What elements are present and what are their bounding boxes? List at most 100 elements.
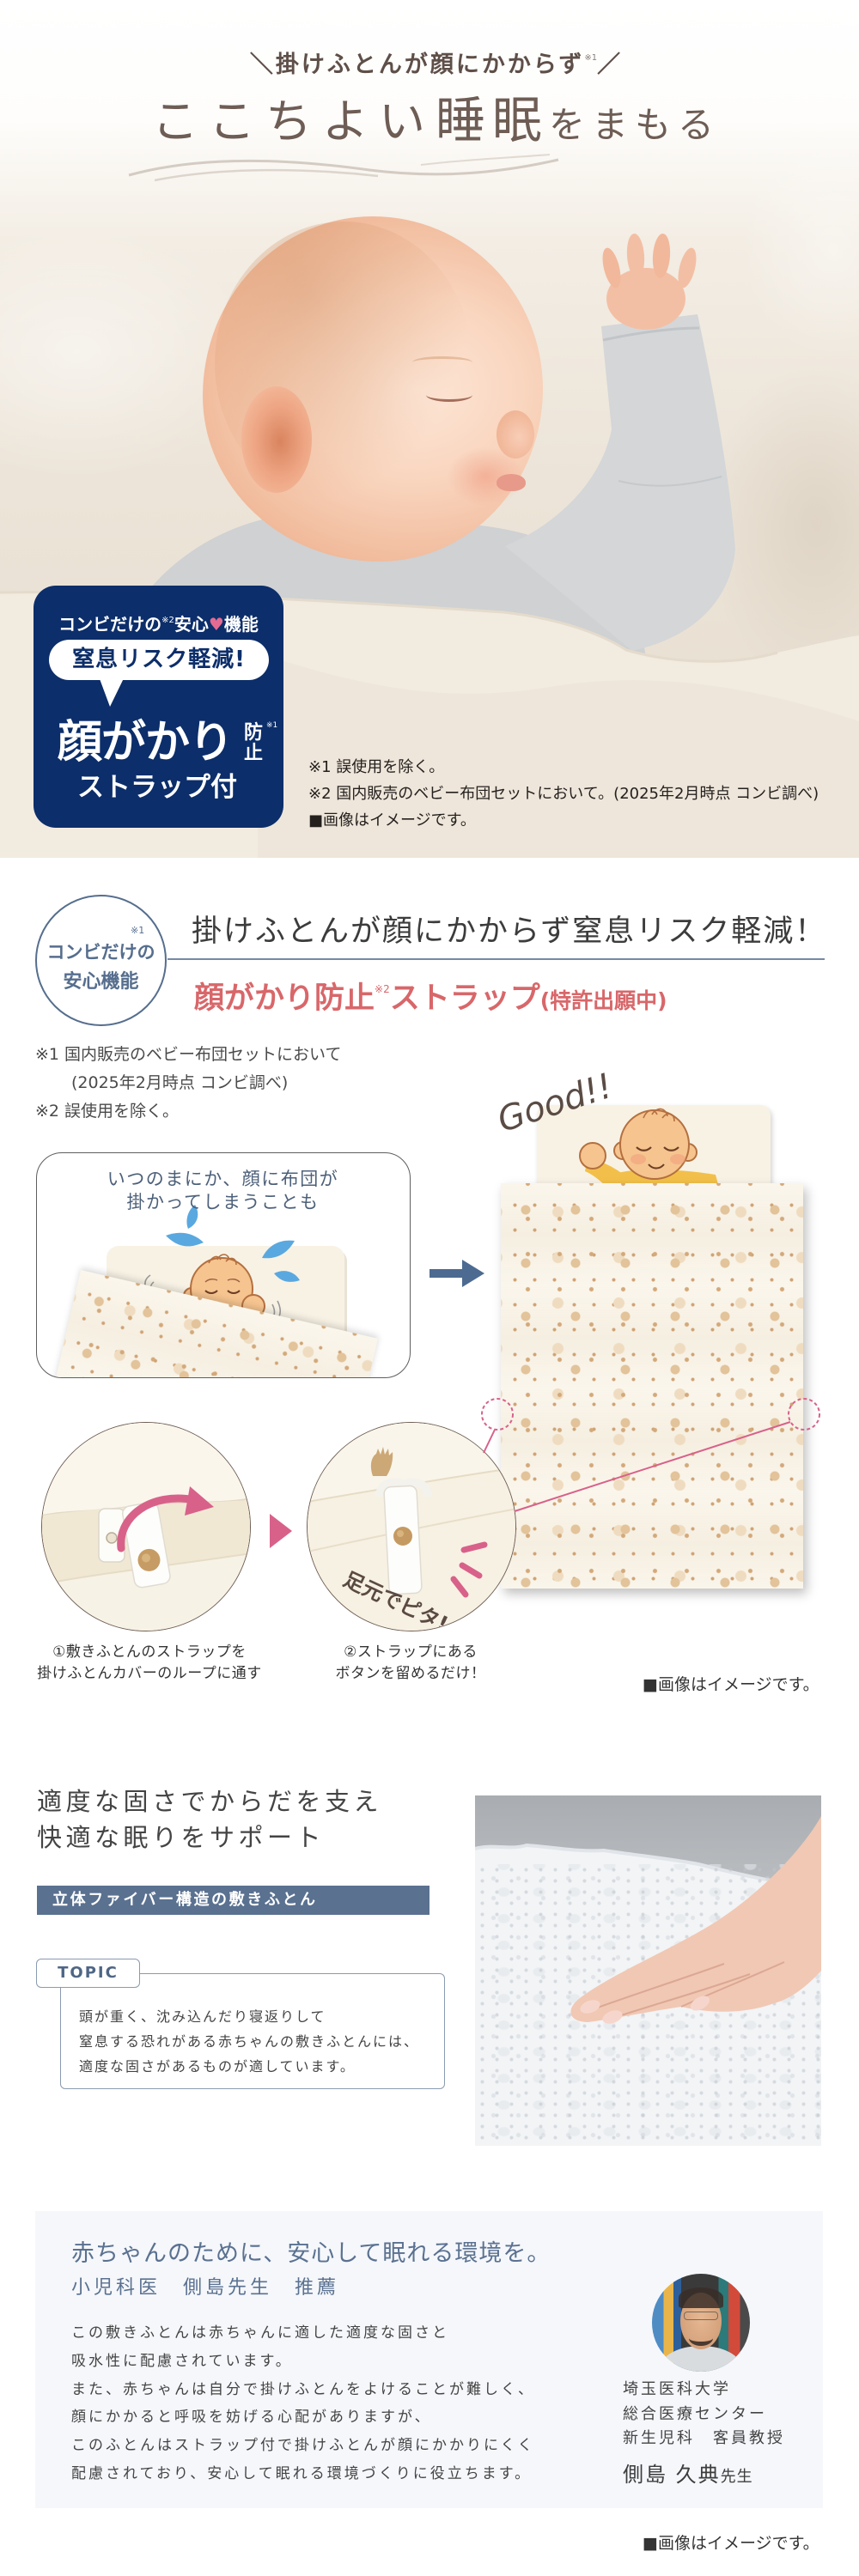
badge-intro-footnote: ※2 [161, 616, 174, 625]
next-step-triangle-icon [270, 1514, 292, 1548]
baby-finger [652, 234, 671, 278]
circle-badge-line1: コンビだけの [46, 942, 155, 963]
feature-subheading: 顔がかり防止※2ストラップ(特許出願中) [194, 969, 667, 1021]
emphasis-tick [460, 1541, 488, 1553]
footprint-icon [370, 1447, 393, 1476]
feature-footnote: ※2 誤使用を除く。 [35, 1102, 180, 1121]
dashed-highlight-circle [481, 1398, 514, 1431]
sweat-drop-icon [262, 1240, 295, 1259]
body-line: 吸水性に配慮されています。 [71, 2352, 293, 2370]
circle-badge-line2: 安心機能 [63, 971, 139, 993]
baby-arm-sleeve [505, 314, 735, 651]
topic-line: 頭が重く、沈み込んだり寝返りして [79, 2008, 326, 2025]
connector-line [514, 1421, 791, 1512]
sleeping-eye [663, 1146, 679, 1151]
badge-main-stacked: 防 止 [242, 723, 265, 764]
blanket-shade [258, 653, 859, 858]
topic-box: 頭が重く、沈み込んだり寝返りして 窒息する恐れがある赤ちゃんの敷きふとんには、 … [60, 1973, 445, 2089]
step2-caption-line1: ②ストラップにある [344, 1643, 478, 1661]
blanket-secured [501, 1183, 803, 1589]
emphasis-tick [459, 1562, 483, 1579]
sad-brow [204, 1278, 241, 1283]
fingernail [691, 1996, 710, 2011]
feature-heading: 掛けふとんが顔にかからず窒息リスク軽減！ [192, 914, 827, 949]
sweat-drop-icon [166, 1232, 204, 1247]
badge-sub-text: ストラップ付 [77, 772, 237, 803]
doctor-honorific: 先生 [720, 2468, 753, 2486]
speech-bubble-pointer [99, 677, 125, 707]
finger-line [620, 1973, 751, 2016]
kicker-open-slash: ＼ [249, 52, 276, 78]
mattress-headline-line2: 快適な眠りをサポート [37, 1823, 326, 1852]
baby-closed-eye [426, 388, 472, 402]
before-illustration-card: いつのまにか、顔に布団が 掛かってしまうことも [36, 1152, 411, 1378]
hero-image-note: ■画像はイメージです。 [308, 811, 476, 829]
doctor-name-text: 側島 久典 [623, 2463, 721, 2487]
body-line: この敷きふとんは赤ちゃんに適した適度な固さと [71, 2324, 449, 2342]
hero-footnote: ※1 誤使用を除く。 [308, 758, 445, 776]
baby-hair [643, 1108, 675, 1122]
hero-footnote: ※2 国内販売のベビー布団セットにおいて。(2025年2月時点 コンビ調べ) [308, 785, 819, 803]
topic-line: 窒息する恐れがある赤ちゃんの敷きふとんには、 [79, 2033, 420, 2050]
step2-caption: ②ストラップにある ボタンを留めるだけ！ [282, 1642, 539, 1685]
hero-title: ここちよい睡眠をまもる [0, 91, 859, 162]
baby-finger [626, 234, 645, 278]
doctor-glasses [684, 2312, 718, 2320]
badge-main-footnote: ※1 [266, 721, 278, 730]
badge-intro-c: 機能 [223, 614, 259, 635]
hero-title-part1: ここちよい [151, 94, 436, 149]
mattress-edge [308, 1508, 515, 1552]
badge-intro: コンビだけの※2安心♥機能 [34, 609, 283, 636]
hand [570, 1816, 821, 2022]
baby-finger [602, 247, 621, 289]
wave-ornament [128, 154, 559, 182]
connector-line [483, 1429, 496, 1454]
doctor-beard [689, 2330, 713, 2346]
safety-feature-badge: コンビだけの※2安心♥機能 窒息リスク軽減! 顔がかり 防 止 ※1 ストラップ… [34, 586, 283, 828]
hero-title-part2: 睡眠 [435, 91, 549, 149]
patent-pending-label: (特許出願中) [539, 988, 667, 1013]
subheading-footnote: ※2 [375, 983, 390, 995]
subheading-strap: ストラップ [389, 981, 540, 1016]
baby-nose [497, 410, 534, 459]
before-caption-line1: いつのまにか、顔に布団が [107, 1169, 339, 1189]
topic-label: TOPIC [36, 1959, 140, 1988]
baby-mouth [497, 474, 526, 491]
emphasis-tick [450, 1576, 469, 1598]
step1-caption: ①敷きふとんのストラップを 掛けふとんカバーのループに通す [21, 1642, 278, 1685]
recommendation-byline: 小児科医 側島先生 推薦 [71, 2277, 340, 2299]
body-line: このふとんはストラップ付で掛けふとんが顔にかかりにくく [71, 2437, 535, 2455]
step2-caption-line2: ボタンを留めるだけ！ [335, 1665, 486, 1682]
step1-caption-line2: 掛けふとんカバーのループに通す [37, 1665, 262, 1682]
badge-stacked-char-1: 防 [243, 722, 263, 744]
kicker-text: 掛けふとんが顔にかからず [275, 52, 585, 78]
mattress-headline: 適度な固さでからだを支え 快適な眠りをサポート [37, 1783, 382, 1856]
feature-footnotes: ※1 国内販売のベビー布団セットにおいて (2025年2月時点 コンビ調べ) ※… [35, 1041, 341, 1126]
badge-main-text: 顔がかり [58, 717, 234, 769]
snap-socket [106, 1532, 118, 1544]
sad-eye [227, 1290, 241, 1294]
doctor-avatar [652, 2274, 750, 2372]
smile [648, 1163, 665, 1170]
finger-line [594, 1963, 725, 2009]
before-caption: いつのまにか、顔に布団が 掛かってしまうことも [37, 1168, 409, 1214]
hero-section: ＼掛けふとんが顔にかからず ※1 ／ ここちよい睡眠をまもる コンビだけの※2安心♥… [0, 0, 859, 858]
sad-eye [204, 1290, 218, 1294]
sleeping-eye [636, 1146, 652, 1151]
fingernail [602, 2010, 623, 2024]
blush [670, 1154, 685, 1164]
kicker-close-slash: ／ [597, 52, 624, 78]
hero-title-part3: をまもる [549, 104, 722, 146]
badge-speech-bubble: 窒息リスク軽減! [49, 640, 269, 680]
baby-brow [412, 356, 472, 368]
circle-badge-footnote: ※1 [131, 925, 145, 936]
heart-icon: ♥ [208, 614, 224, 635]
combi-only-circle-badge: ※1 コンビだけの 安心機能 [35, 895, 167, 1026]
fingernail [580, 2000, 600, 2014]
footer-image-note: ■画像はイメージです。 [643, 2534, 819, 2553]
step1-caption-line1: ①敷きふとんのストラップを [52, 1643, 247, 1661]
right-arrow-icon [430, 1260, 484, 1287]
pink-arrowhead [185, 1486, 214, 1516]
affiliation-line: 埼玉医科大学 [623, 2380, 731, 2398]
body-line: 顔にかかると呼吸を妨げる心配がありますが、 [71, 2409, 432, 2427]
